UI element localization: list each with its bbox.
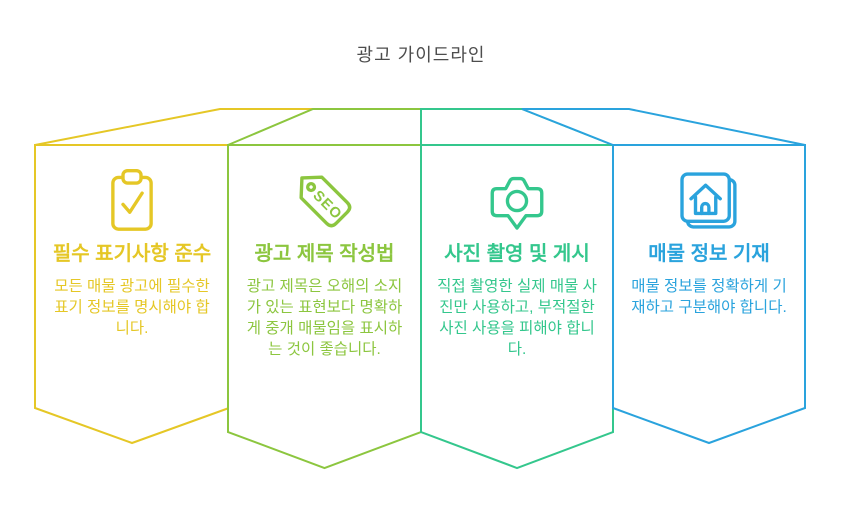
banner-panel-4 — [521, 108, 806, 445]
house-photos-icon — [673, 165, 745, 237]
camera-pin-icon — [481, 165, 553, 237]
card-required-labeling: 필수 표기사항 준수 모든 매물 광고에 필수한 표기 정보를 명시해야 합니다… — [35, 145, 229, 340]
card-title: 필수 표기사항 준수 — [52, 243, 212, 265]
banner-body-3 — [420, 144, 614, 470]
banner-panel-2 — [227, 108, 422, 470]
banner-body-4 — [612, 144, 806, 445]
banner-panel-1 — [34, 108, 314, 445]
banner-body-2 — [227, 144, 422, 470]
page-title: 광고 가이드라인 — [356, 45, 486, 65]
card-description: 직접 촬영한 실제 매물 사진만 사용하고, 부적절한 사진 사용을 피해야 합… — [437, 278, 597, 358]
card-title: 사진 촬영 및 게시 — [444, 243, 590, 265]
card-ad-title-writing: SEO 광고 제목 작성법 광고 제목은 오해의 소지가 있는 표현보다 명확하… — [228, 145, 421, 361]
card-description: 모든 매물 광고에 필수한 표기 정보를 명시해야 합니다. — [54, 278, 210, 337]
card-title: 광고 제목 작성법 — [254, 243, 395, 265]
clipboard-check-icon — [96, 165, 168, 237]
card-listing-info: 매물 정보 기재 매물 정보를 정확하게 기재하고 구분해야 합니다. — [613, 145, 805, 319]
card-photo-shooting: 사진 촬영 및 게시 직접 촬영한 실제 매물 사진만 사용하고, 부적절한 사… — [421, 145, 613, 361]
card-title: 매물 정보 기재 — [648, 243, 770, 265]
seo-tag-icon: SEO — [289, 165, 361, 237]
banner-body-1 — [34, 144, 230, 445]
card-description: 광고 제목은 오해의 소지가 있는 표현보다 명확하게 중개 매물임을 표시하는… — [246, 278, 403, 358]
card-description: 매물 정보를 정확하게 기재하고 구분해야 합니다. — [631, 278, 787, 316]
